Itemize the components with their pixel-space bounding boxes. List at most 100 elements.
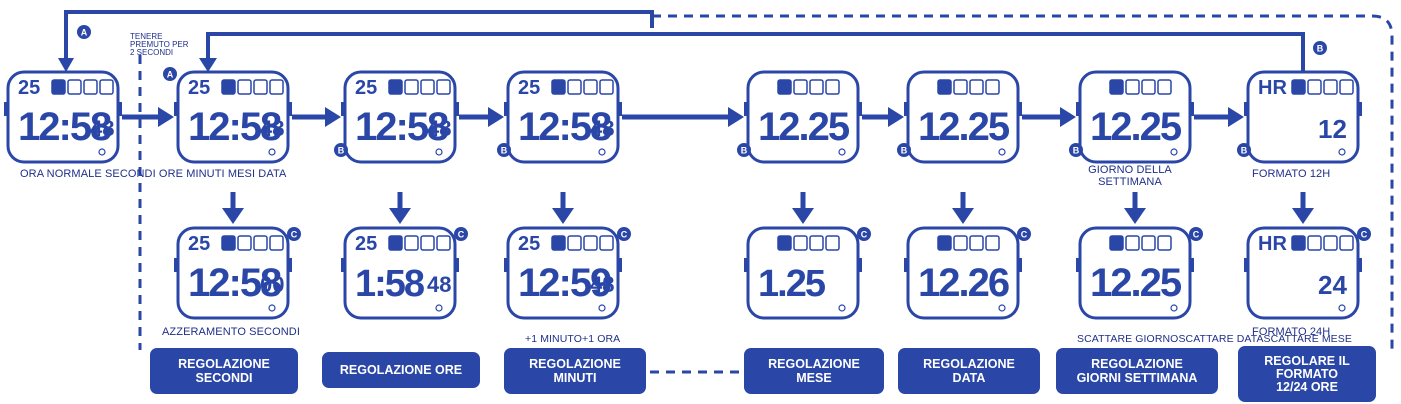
svg-text:C: C bbox=[1193, 230, 1200, 240]
label-giorno-settimana: GIORNO DELLA SETTIMANA bbox=[1088, 164, 1172, 188]
feedback-line-a bbox=[64, 10, 654, 62]
arrow-right bbox=[1194, 107, 1244, 127]
button-b-icon: B bbox=[497, 143, 511, 157]
svg-text:25: 25 bbox=[188, 233, 210, 255]
svg-text:C: C bbox=[291, 230, 298, 240]
button-c-icon: C bbox=[617, 227, 631, 241]
arrow-down bbox=[222, 192, 244, 224]
svg-text:12.25: 12.25 bbox=[758, 105, 850, 149]
svg-text:HR: HR bbox=[1258, 233, 1287, 255]
arrow-right bbox=[292, 107, 341, 127]
watch-display-w14: HR 24 bbox=[1244, 226, 1362, 320]
svg-text:12:59: 12:59 bbox=[518, 261, 611, 305]
button-c-icon: C bbox=[454, 227, 468, 241]
arrow-down bbox=[389, 192, 411, 224]
arrowhead-a bbox=[58, 58, 74, 72]
button-b-icon: B bbox=[334, 143, 348, 157]
svg-text:12.25: 12.25 bbox=[1090, 105, 1182, 149]
button-c-icon: C bbox=[857, 227, 871, 241]
svg-text:12:58: 12:58 bbox=[518, 105, 612, 149]
dashed-loop-line bbox=[138, 14, 1394, 350]
watch-display-w12: 12.26 bbox=[904, 226, 1022, 320]
feedback-line-b bbox=[206, 32, 1305, 72]
watch-display-w7: HR 12 bbox=[1244, 70, 1362, 164]
svg-text:48: 48 bbox=[590, 272, 614, 297]
mode-regolazione-secondi: REGOLAZIONE SECONDI bbox=[150, 348, 298, 394]
svg-text:12.26: 12.26 bbox=[918, 261, 1009, 305]
button-a-icon: A bbox=[163, 67, 177, 81]
svg-text:HR: HR bbox=[1258, 77, 1287, 99]
mode-regolazione-minuti: REGOLAZIONE MINUTI bbox=[504, 348, 646, 394]
button-a-icon: A bbox=[77, 25, 91, 39]
label-ora-normale: ORA NORMALE SECONDI ORE MINUTI MESI DATA bbox=[20, 168, 287, 180]
svg-text:48: 48 bbox=[427, 116, 451, 141]
watch-display-w5: 12.25 bbox=[904, 70, 1022, 164]
svg-text:1.25: 1.25 bbox=[758, 263, 826, 305]
button-b-icon: B bbox=[897, 143, 911, 157]
button-b-icon: B bbox=[737, 143, 751, 157]
mode-regolazione-ore: REGOLAZIONE ORE bbox=[322, 352, 480, 388]
svg-text:B: B bbox=[1317, 44, 1324, 54]
mode-regolare-formato: REGOLARE IL FORMATO 12/24 ORE bbox=[1238, 346, 1376, 402]
svg-text:12.25: 12.25 bbox=[918, 105, 1010, 149]
svg-text:12:58: 12:58 bbox=[18, 105, 112, 149]
watch-display-w11: 1.25 bbox=[744, 226, 862, 320]
arrow-right bbox=[122, 107, 174, 127]
svg-text:25: 25 bbox=[18, 77, 40, 99]
svg-text:48: 48 bbox=[427, 272, 451, 297]
arrow-down bbox=[1124, 192, 1146, 224]
label-formato-24h: FORMATO 24H bbox=[1252, 326, 1331, 338]
svg-text:12: 12 bbox=[1318, 114, 1347, 144]
svg-text:B: B bbox=[901, 146, 908, 156]
button-b-icon: B bbox=[1237, 143, 1251, 157]
label-formato-12h: FORMATO 12H bbox=[1252, 168, 1331, 180]
svg-text:C: C bbox=[621, 230, 628, 240]
svg-text:1:58: 1:58 bbox=[355, 263, 424, 305]
arrow-right bbox=[459, 107, 504, 127]
svg-text:12.25: 12.25 bbox=[1090, 261, 1182, 305]
arrowhead-b bbox=[199, 58, 217, 72]
mode-regolazione-giorni: REGOLAZIONE GIORNI SETTIMANA bbox=[1056, 348, 1218, 394]
button-c-icon: C bbox=[1357, 227, 1371, 241]
svg-text:48: 48 bbox=[590, 116, 614, 141]
svg-text:C: C bbox=[861, 230, 868, 240]
svg-text:25: 25 bbox=[518, 233, 540, 255]
svg-text:25: 25 bbox=[355, 233, 377, 255]
arrow-down bbox=[552, 192, 574, 224]
svg-text:25: 25 bbox=[355, 77, 377, 99]
mode-regolazione-mese: REGOLAZIONE MESE bbox=[744, 348, 884, 394]
svg-text:B: B bbox=[741, 146, 748, 156]
svg-text:48: 48 bbox=[90, 116, 114, 141]
svg-text:A: A bbox=[167, 70, 174, 80]
tenere-text: TENERE PREMUTO PER 2 SECONDI bbox=[130, 32, 189, 57]
arrow-down bbox=[1292, 192, 1314, 224]
button-b-icon: B bbox=[1313, 41, 1327, 55]
svg-text:00: 00 bbox=[260, 272, 284, 297]
button-c-icon: C bbox=[1017, 227, 1031, 241]
svg-text:48: 48 bbox=[260, 116, 284, 141]
svg-text:12:58: 12:58 bbox=[188, 105, 282, 149]
label-azzeramento-secondi: AZZERAMENTO SECONDI bbox=[162, 326, 300, 338]
arrow-right bbox=[862, 107, 904, 127]
watch-display-w4: 12.25 bbox=[744, 70, 862, 164]
arrow-right bbox=[622, 107, 744, 127]
label-minuto-ora: +1 MINUTO+1 ORA bbox=[525, 333, 621, 345]
svg-text:C: C bbox=[1361, 230, 1368, 240]
arrow-down bbox=[792, 192, 814, 224]
svg-text:24: 24 bbox=[1318, 270, 1347, 300]
button-b-icon: B bbox=[1069, 143, 1083, 157]
svg-text:B: B bbox=[1241, 146, 1248, 156]
button-c-icon: C bbox=[287, 227, 301, 241]
svg-text:25: 25 bbox=[518, 77, 540, 99]
button-c-icon: C bbox=[1189, 227, 1203, 241]
arrow-right bbox=[1022, 107, 1076, 127]
mode-regolazione-data: REGOLAZIONE DATA bbox=[898, 348, 1040, 394]
watch-display-w13: 12.25 bbox=[1076, 226, 1194, 320]
arrow-down bbox=[952, 192, 974, 224]
